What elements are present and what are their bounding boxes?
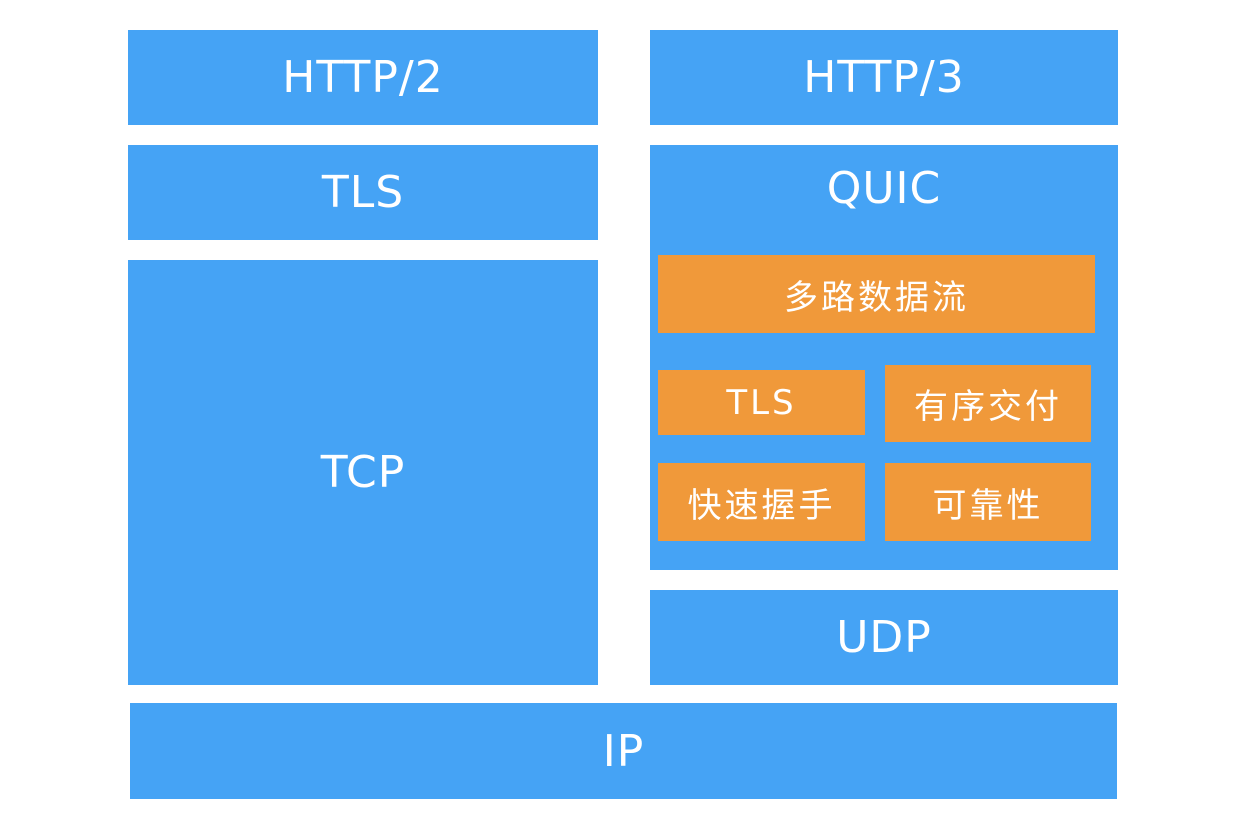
quic-tls-label: TLS — [726, 382, 797, 423]
multiplexed-streams-block: 多路数据流 — [658, 255, 1095, 333]
reliability-label: 可靠性 — [932, 485, 1044, 526]
fast-handshake-label: 快速握手 — [687, 485, 836, 526]
quic-tls-block: TLS — [658, 370, 865, 435]
tcp-label: TCP — [320, 447, 406, 498]
multiplexed-streams-label: 多路数据流 — [784, 277, 969, 318]
ip-label: IP — [602, 725, 645, 777]
ordered-delivery-label: 有序交付 — [914, 387, 1062, 427]
tcp-layer: TCP — [128, 260, 598, 685]
quic-layer: QUIC 多路数据流 TLS 有序交付 快速握手 可靠性 — [650, 145, 1118, 570]
udp-layer: UDP — [650, 590, 1118, 685]
reliability-block: 可靠性 — [885, 463, 1091, 541]
http2-layer: HTTP/2 — [128, 30, 598, 125]
tls-layer-left: TLS — [128, 145, 598, 240]
http3-layer: HTTP/3 — [650, 30, 1118, 125]
ordered-delivery-block: 有序交付 — [885, 365, 1091, 442]
http3-label: HTTP/3 — [803, 52, 965, 103]
fast-handshake-block: 快速握手 — [658, 463, 865, 541]
udp-label: UDP — [836, 612, 932, 663]
http2-label: HTTP/2 — [282, 52, 444, 103]
quic-label: QUIC — [826, 163, 942, 214]
ip-layer: IP — [130, 703, 1117, 799]
tls-label-left: TLS — [321, 167, 405, 218]
